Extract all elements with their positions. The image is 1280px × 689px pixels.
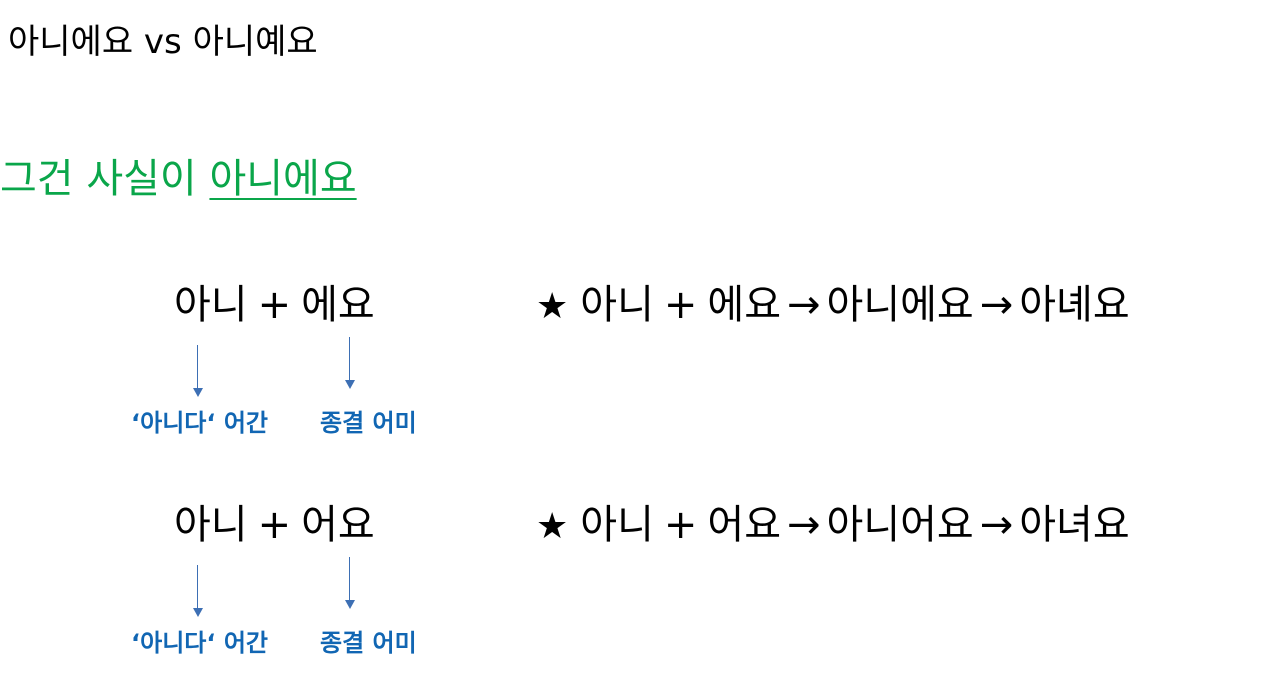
formula-plus: + (257, 282, 292, 328)
formula-stem: 아니 (174, 282, 248, 328)
derivation-ending: 어요 (707, 502, 782, 548)
right-arrow-icon: → (787, 502, 821, 548)
page-title: 아니에요 vs 아니예요 (8, 22, 318, 62)
derivation-contracted: 아녜요 (1019, 282, 1130, 328)
stem-arrow-head-icon (193, 388, 203, 397)
stem-arrow-head-icon (193, 608, 203, 617)
formula-stem: 아니 (174, 502, 248, 548)
ending-arrow-head-icon (345, 600, 355, 609)
derivation-plus: + (663, 282, 698, 328)
ending-arrow-line (349, 557, 350, 601)
star-icon: ★ (536, 506, 569, 547)
example-sentence: 그건 사실이 아니에요 (0, 154, 357, 204)
example-prefix: 그건 사실이 (0, 156, 210, 202)
derivation-ending: 에요 (707, 282, 782, 328)
example-highlighted-word: 아니에요 (209, 156, 357, 202)
right-arrow-icon: → (979, 282, 1014, 328)
derivation-row-2: ★아니+어요→아니어요→아녀요 (536, 500, 1130, 552)
derivation-plus: + (663, 502, 698, 548)
derivation-stem: 아니 (580, 282, 654, 328)
stem-arrow-line (197, 345, 198, 389)
formula-plus: + (257, 502, 292, 548)
formula-ending: 에요 (301, 282, 375, 328)
ending-arrow-line (349, 337, 350, 381)
derivation-contracted: 아녀요 (1019, 502, 1130, 548)
derivation-stem: 아니 (580, 502, 654, 548)
derivation-row-1: ★아니+에요→아니에요→아녜요 (536, 280, 1130, 332)
right-arrow-icon: → (787, 282, 821, 328)
formula-row-1: 아니+에요 (174, 280, 375, 330)
formula-ending: 어요 (301, 502, 375, 548)
stem-label: ‘아니다‘ 어간 (131, 409, 268, 437)
stem-arrow-line (197, 565, 198, 609)
ending-label: 종결 어미 (320, 629, 417, 657)
derivation-combined: 아니에요 (826, 282, 974, 328)
formula-row-2: 아니+어요 (174, 500, 375, 550)
ending-label: 종결 어미 (320, 409, 417, 437)
right-arrow-icon: → (979, 502, 1014, 548)
star-icon: ★ (536, 286, 569, 327)
derivation-combined: 아니어요 (826, 502, 974, 548)
stem-label: ‘아니다‘ 어간 (131, 629, 268, 657)
ending-arrow-head-icon (345, 380, 355, 389)
